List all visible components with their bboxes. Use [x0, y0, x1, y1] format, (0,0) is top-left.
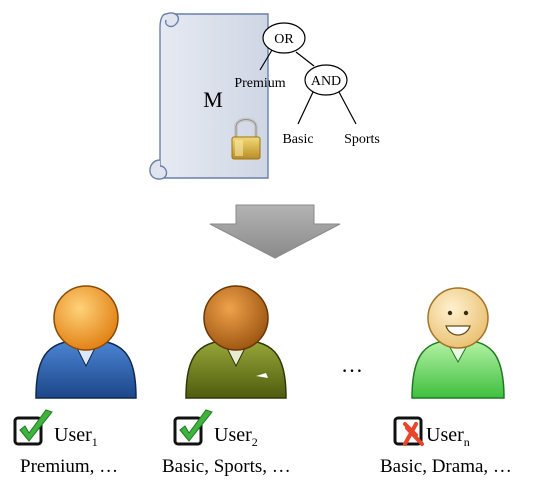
user-n-avatar	[411, 287, 505, 399]
and-node	[304, 64, 348, 96]
user-1-avatar	[35, 285, 137, 399]
user-n-head	[427, 287, 489, 349]
edge-and-basic	[297, 91, 314, 125]
edge-or-premium	[259, 49, 273, 71]
user-2-checkbox	[173, 409, 213, 446]
user-1-label: User1	[54, 424, 98, 449]
user-1-checkbox	[13, 409, 53, 446]
access-policy-tree: OR AND Premium Basic Sports	[234, 22, 380, 147]
and-node-label: AND	[311, 74, 341, 89]
user-1-attributes: Premium, …	[20, 456, 118, 477]
leaf-premium: Premium	[234, 76, 285, 91]
user-2-attributes: Basic, Sports, …	[162, 456, 291, 477]
user-n-eye-right	[463, 310, 469, 316]
leaf-sports: Sports	[344, 132, 380, 147]
scroll-top-curl	[164, 12, 180, 28]
cross-icon	[403, 422, 424, 446]
scroll-bottom-curl	[149, 159, 168, 180]
user-n-eye-left	[447, 310, 453, 316]
user-n-smile	[445, 325, 471, 336]
edge-or-and	[295, 51, 315, 67]
user-2-avatar	[185, 285, 287, 399]
check-icon	[179, 409, 213, 442]
user-n-attributes: Basic, Drama, …	[380, 456, 512, 477]
user-n-checkbox	[393, 416, 424, 446]
user-2-head	[203, 285, 269, 351]
or-node	[262, 22, 306, 54]
encrypted-message-scroll: M	[149, 12, 269, 180]
user-n-label: Usern	[426, 424, 470, 449]
message-label: M	[203, 87, 223, 112]
check-icon	[19, 409, 53, 442]
distribution-arrow	[209, 204, 341, 259]
more-users-ellipsis: …	[341, 352, 363, 377]
user-1-head	[53, 285, 119, 351]
user-2-label: User2	[214, 424, 258, 449]
edge-and-sports	[338, 91, 357, 125]
lock-icon	[231, 117, 261, 160]
or-node-label: OR	[274, 32, 294, 47]
leaf-basic: Basic	[282, 132, 313, 147]
user-2-pocket-square	[256, 373, 268, 378]
